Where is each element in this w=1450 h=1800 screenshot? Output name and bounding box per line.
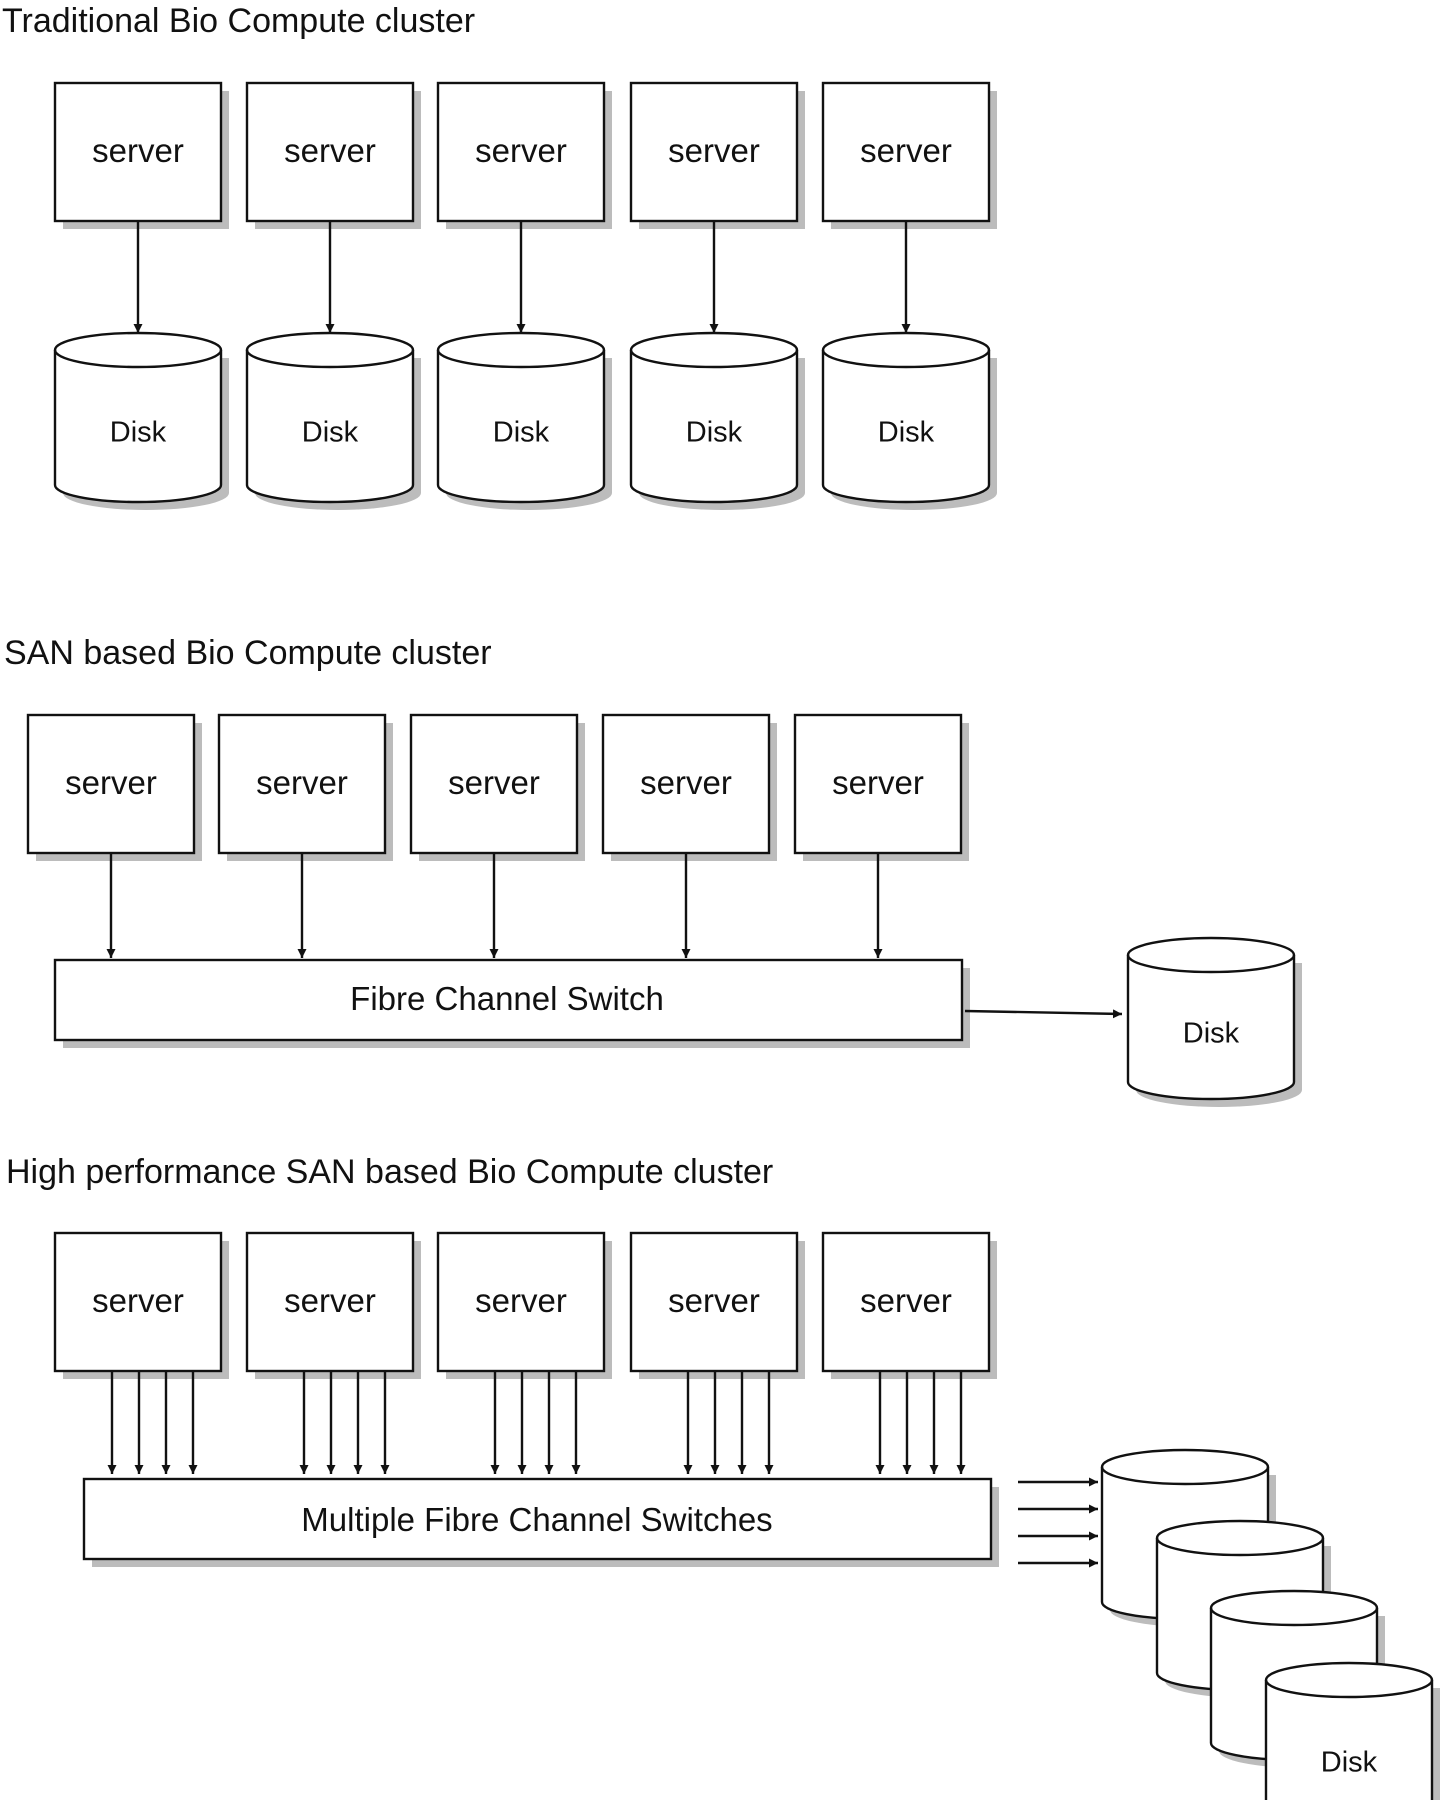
- traditional-disk-1-rim: [53, 349, 223, 369]
- traditional-server-2: [245, 81, 415, 223]
- section-title-high-performance-san: High performance SAN based Bio Compute c…: [6, 1153, 773, 1191]
- hp-disk-3-rim: [1209, 1607, 1379, 1627]
- hp-disk-4-label: Disk: [1321, 1747, 1378, 1779]
- san-server-5: [793, 713, 963, 855]
- san-server-4-label: server: [640, 764, 732, 801]
- fibre-channel-switch-label: Fibre Channel Switch: [350, 980, 664, 1017]
- traditional-disk-4: [629, 331, 799, 504]
- hp-server-1-label: server: [92, 1282, 184, 1319]
- traditional-server-5: [821, 81, 991, 223]
- traditional-server-4: [629, 81, 799, 223]
- traditional-server-1: [53, 81, 223, 223]
- traditional-disk-1-label: Disk: [110, 417, 167, 449]
- traditional-disk-3-label: Disk: [493, 417, 550, 449]
- traditional-server-3-label: server: [475, 132, 567, 169]
- san-server-5-label: server: [832, 764, 924, 801]
- traditional-disk-4-rim: [629, 349, 799, 369]
- traditional-server-5-label: server: [860, 132, 952, 169]
- traditional-server-4-label: server: [668, 132, 760, 169]
- san-server-3-label: server: [448, 764, 540, 801]
- traditional-disk-5: [821, 331, 991, 504]
- traditional-disk-5-label: Disk: [878, 417, 935, 449]
- hp-server-3-label: server: [475, 1282, 567, 1319]
- san-server-1-label: server: [65, 764, 157, 801]
- san-server-1: [26, 713, 196, 855]
- traditional-disk-2-rim: [245, 349, 415, 369]
- san-disk-rim: [1126, 954, 1296, 974]
- hp-server-2-label: server: [284, 1282, 376, 1319]
- san-disk-label: Disk: [1183, 1018, 1240, 1050]
- hp-server-5-label: server: [860, 1282, 952, 1319]
- hp-disk-4: [1264, 1661, 1434, 1800]
- hp-server-1: [53, 1231, 223, 1373]
- san-disk: [1126, 936, 1296, 1101]
- traditional-disk-3-rim: [436, 349, 606, 369]
- traditional-disk-5-rim: [821, 349, 991, 369]
- multiple-fibre-channel-switches: [82, 1477, 993, 1561]
- traditional-disk-1: [53, 331, 223, 504]
- hp-server-4: [629, 1231, 799, 1373]
- traditional-disk-3: [436, 331, 606, 504]
- hp-disk-2-rim: [1155, 1537, 1325, 1557]
- traditional-disk-2-label: Disk: [302, 417, 359, 449]
- hp-server-5: [821, 1231, 991, 1373]
- traditional-server-3: [436, 81, 606, 223]
- traditional-disk-2: [245, 331, 415, 504]
- multiple-fibre-channel-switches-label: Multiple Fibre Channel Switches: [301, 1501, 772, 1538]
- traditional-server-2-label: server: [284, 132, 376, 169]
- san-switch-to-disk-arrow: [964, 1009, 1123, 1019]
- hp-server-4-label: server: [668, 1282, 760, 1319]
- hp-disk-1-rim: [1100, 1466, 1270, 1486]
- san-server-2: [217, 713, 387, 855]
- traditional-server-1-label: server: [92, 132, 184, 169]
- fibre-channel-switch: [53, 958, 964, 1042]
- san-server-3: [409, 713, 579, 855]
- san-server-2-label: server: [256, 764, 348, 801]
- hp-server-3: [436, 1231, 606, 1373]
- section-title-san: SAN based Bio Compute cluster: [4, 634, 492, 672]
- hp-server-2: [245, 1231, 415, 1373]
- section-title-traditional: Traditional Bio Compute cluster: [2, 2, 475, 40]
- hp-disk-4-rim: [1264, 1679, 1434, 1699]
- traditional-disk-4-label: Disk: [686, 417, 743, 449]
